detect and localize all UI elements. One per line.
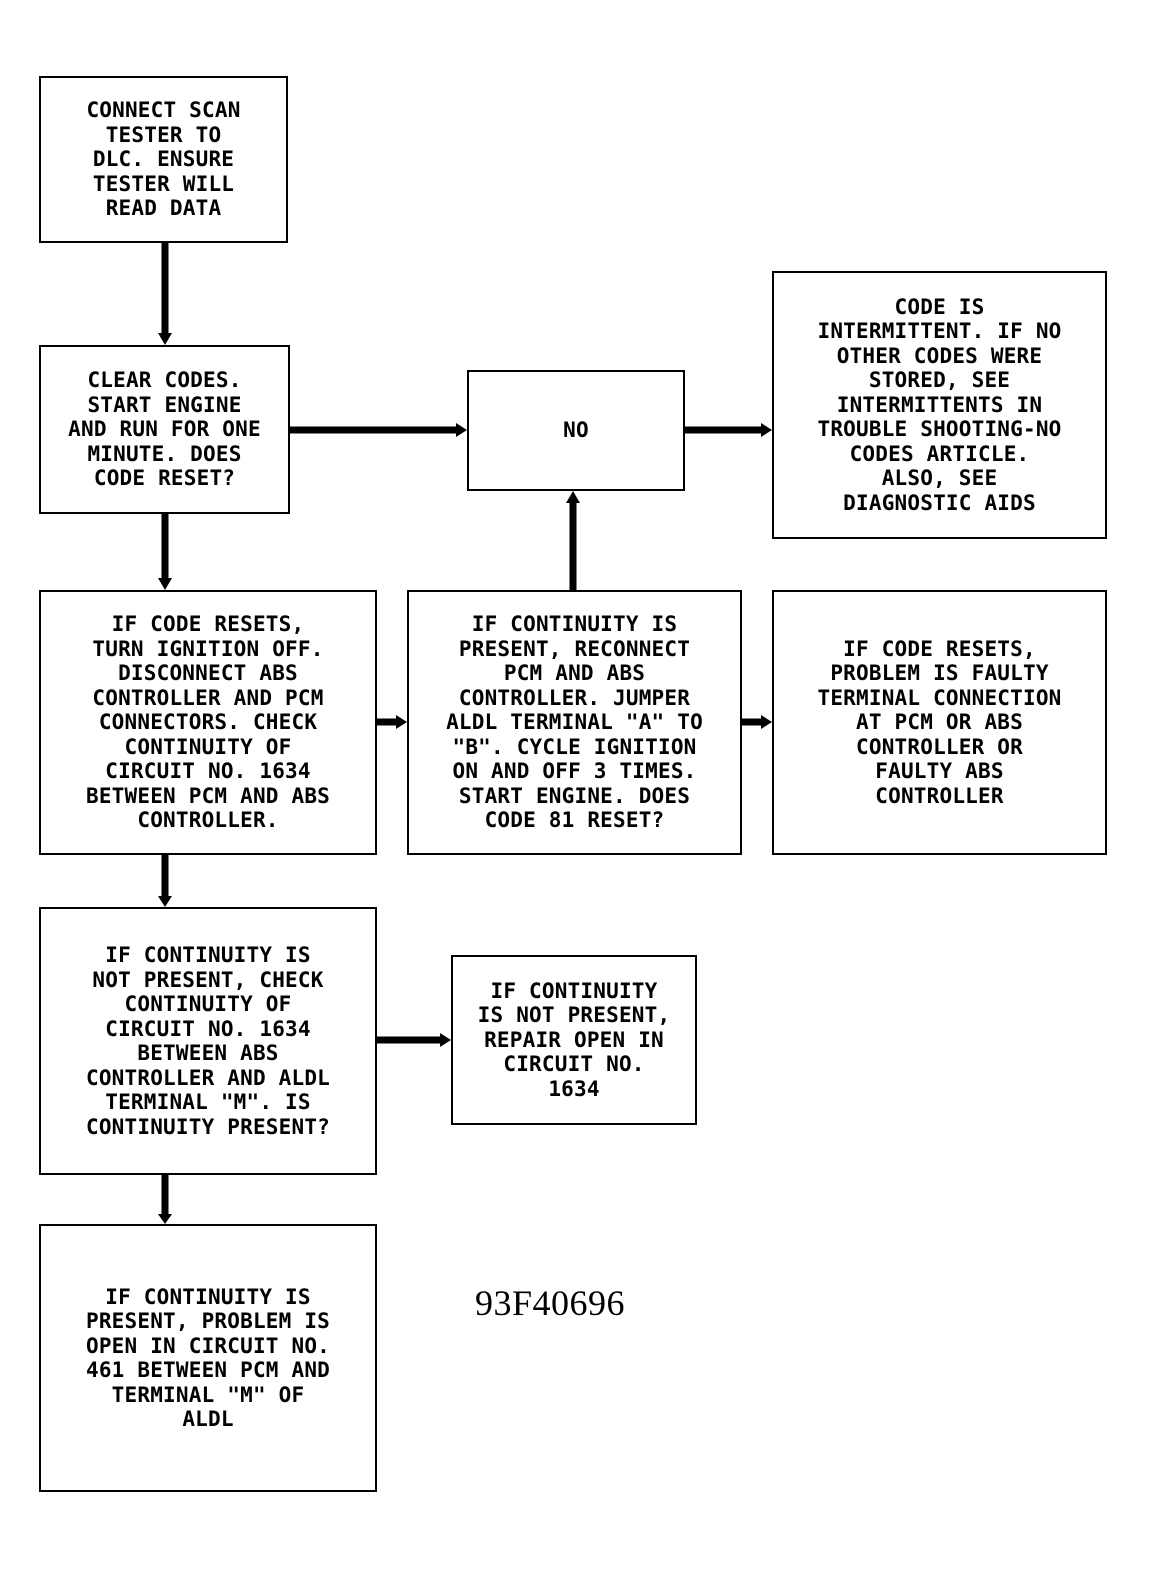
result-repair-open-circuit: IF CONTINUITY IS NOT PRESENT, REPAIR OPE… — [451, 955, 697, 1125]
step-clear-codes: CLEAR CODES. START ENGINE AND RUN FOR ON… — [39, 345, 290, 514]
step-text: IF CODE RESETS, TURN IGNITION OFF. DISCO… — [85, 612, 331, 833]
step-text: IF CONTINUITY IS NOT PRESENT, REPAIR OPE… — [477, 978, 671, 1101]
step-text: IF CONTINUITY IS NOT PRESENT, CHECK CONT… — [85, 943, 331, 1139]
step-text: IF CONTINUITY IS PRESENT, RECONNECT PCM … — [446, 612, 703, 833]
arrowhead-right — [456, 423, 467, 437]
step-text: IF CONTINUITY IS PRESENT, PROBLEM IS OPE… — [85, 1284, 331, 1432]
arrowhead-right — [440, 1033, 451, 1047]
step-text: CODE IS INTERMITTENT. IF NO OTHER CODES … — [817, 294, 1062, 515]
arrowhead-down — [158, 896, 172, 907]
step-code-resets-check-continuity: IF CODE RESETS, TURN IGNITION OFF. DISCO… — [39, 590, 377, 855]
arrowhead-right — [761, 715, 772, 729]
step-continuity-not-present-check: IF CONTINUITY IS NOT PRESENT, CHECK CONT… — [39, 907, 377, 1175]
arrowhead-down — [158, 1214, 172, 1224]
arrowhead-right — [761, 423, 772, 437]
result-code-intermittent: CODE IS INTERMITTENT. IF NO OTHER CODES … — [772, 271, 1107, 539]
arrowhead-up — [566, 491, 580, 503]
result-faulty-terminal-connection: IF CODE RESETS, PROBLEM IS FAULTY TERMIN… — [772, 590, 1107, 855]
decision-label: NO — [563, 418, 589, 443]
arrowhead-down — [158, 578, 172, 590]
step-text: IF CODE RESETS, PROBLEM IS FAULTY TERMIN… — [817, 636, 1062, 808]
decision-no: NO — [467, 370, 685, 491]
step-text: CLEAR CODES. START ENGINE AND RUN FOR ON… — [68, 368, 261, 491]
step-text: CONNECT SCAN TESTER TO DLC. ENSURE TESTE… — [86, 98, 241, 221]
figure-id: 93F40696 — [475, 1283, 626, 1323]
arrowhead-right — [396, 715, 407, 729]
step-continuity-present-reconnect: IF CONTINUITY IS PRESENT, RECONNECT PCM … — [407, 590, 742, 855]
arrowhead-down — [158, 333, 172, 345]
result-open-circuit-461: IF CONTINUITY IS PRESENT, PROBLEM IS OPE… — [39, 1224, 377, 1492]
step-connect-scan-tester: CONNECT SCAN TESTER TO DLC. ENSURE TESTE… — [39, 76, 288, 243]
